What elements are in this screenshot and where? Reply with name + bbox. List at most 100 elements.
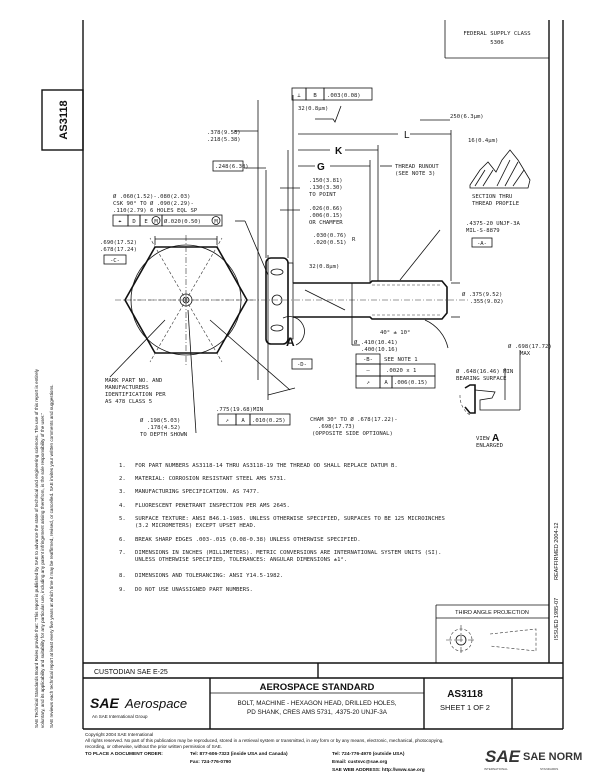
email[interactable]: Email: custsvc@sae.org xyxy=(332,759,387,765)
svg-text:SAE: SAE xyxy=(90,695,119,711)
note-item: 9.DO NOT USE UNASSIGNED PART NUMBERS. xyxy=(119,587,253,593)
note-item: 4. FLUORESCENT PENETRANT INSPECTION PER A… xyxy=(119,503,290,509)
runout-tol-b: .006(0.15) xyxy=(394,380,428,386)
section-label-1: SECTION THRU xyxy=(472,194,512,200)
hole-dim-min: .178(4.52) xyxy=(147,425,181,431)
csk-line-3: .110(2.79) 6 HOLES EQL SP xyxy=(113,208,198,214)
datum-d-box xyxy=(291,358,313,370)
svg-text:MANUFACTURING SPECIFICATION. A: MANUFACTURING SPECIFICATION. AS 7477. xyxy=(135,489,260,495)
tel-intl: Tel: 724-776-4970 (outside USA) xyxy=(332,751,405,757)
runout-datum-b: A xyxy=(384,380,388,386)
perpendicularity-fcf: ⊥ B .003(0.08) xyxy=(291,87,373,101)
mark-line-4: AS 478 CLASS 5 xyxy=(105,399,152,405)
length-775-min: .775(19.68)MIN xyxy=(216,407,263,413)
dim-248-box xyxy=(212,160,244,172)
position-fcf: ⌖ D E M Ø.020(0.50) M xyxy=(112,214,269,276)
copyright: Copyright 2004 SAE International xyxy=(85,732,153,737)
chamfer-label: OR CHAMFER xyxy=(309,220,343,226)
radius-min: .020(0.51) xyxy=(313,240,347,246)
side-notice: SAE Technical Standards Board Rules prov… xyxy=(34,368,54,728)
runout-datum: A xyxy=(241,418,245,424)
svg-text:SURFACE TEXTURE: ANSI B46.1-19: SURFACE TEXTURE: ANSI B46.1-1985. UNLESS… xyxy=(135,516,445,522)
hole-depth: TO DEPTH SHOWN xyxy=(140,432,187,438)
datum-b-note: SEE NOTE 1 xyxy=(384,357,418,363)
custodian: CUSTODIAN SAE E-25 xyxy=(94,669,168,676)
mmc-symbol-2: M xyxy=(214,219,218,225)
datum-c-box xyxy=(103,254,127,265)
svg-text:Aerospace: Aerospace xyxy=(124,696,187,711)
finish-right-2: 16(0.4μm) xyxy=(468,138,498,144)
svg-text:9.: 9. xyxy=(119,587,126,593)
dim-218: .218(5.38) xyxy=(207,137,241,143)
svg-text:4.: 4. xyxy=(119,503,126,509)
point-label: TO POINT xyxy=(309,192,337,198)
cham-line-2: .698(17.73) xyxy=(318,424,355,430)
fcf-datum-d: D xyxy=(132,219,136,225)
svg-text:2.: 2. xyxy=(119,476,126,482)
dim-G: G xyxy=(317,162,325,173)
rights-line-1: All rights reserved. No part of this pub… xyxy=(85,738,443,743)
hex-end-view xyxy=(109,235,291,434)
fsc-value: 5306 xyxy=(490,40,503,46)
mark-line-3: IDENTIFICATION PER xyxy=(105,392,166,398)
svg-text:6.: 6. xyxy=(119,537,126,543)
watermark-text: SAE NORM xyxy=(523,751,582,763)
view-letter: A xyxy=(492,433,499,444)
standard-type: AEROSPACE STANDARD xyxy=(260,682,375,693)
point-dim-max: .150(3.81) xyxy=(309,178,343,184)
note-item: 7.DIMENSIONS IN INCHES (MILLIMETERS). ME… xyxy=(119,550,441,563)
notice-line-1: SAE Technical Standards Board Rules prov… xyxy=(34,368,39,728)
perp-tol: .003(0.08) xyxy=(327,93,361,99)
dim-378: .378(9.58) xyxy=(207,130,241,136)
fax: Fax: 724-776-0790 xyxy=(190,759,231,765)
chamfer-dim-max: .026(0.66) xyxy=(309,206,343,212)
point-dim-min: .130(3.30) xyxy=(309,185,343,191)
dia-698: Ø .698(17.72) xyxy=(508,343,552,350)
dia-400: .400(10.16) xyxy=(361,347,398,353)
view-a-detail xyxy=(459,350,521,416)
title-block: CUSTODIAN SAE E-25 SAE Aerospace An SAE … xyxy=(83,662,563,730)
position-tol: Ø.020(0.50) xyxy=(164,218,201,225)
thread-mil-spec: MIL-S-8879 xyxy=(466,228,500,234)
reaffirmed-date: REAFFIRMED 2004-12 xyxy=(554,523,560,580)
section-label-2: THREAD PROFILE xyxy=(472,201,520,207)
straightness-tol: .0020 x 1 xyxy=(386,368,416,374)
radius-max: .030(0.76) xyxy=(313,233,347,239)
tel-usa: Tel: 877-606-7323 (inside USA and Canada… xyxy=(190,751,288,757)
runout-tol: .010(0.25) xyxy=(252,418,286,424)
thread-spec: .4375-20 UNJF-3A xyxy=(466,221,521,227)
third-angle-projection: THIRD ANGLE PROJECTION xyxy=(435,604,549,663)
finish-right-1: 250(6.3μm) xyxy=(450,114,484,120)
sae-aerospace-logo: SAE Aerospace An SAE International Group xyxy=(90,695,187,719)
datum-b: -B- xyxy=(363,357,373,363)
svg-text:MATERIAL: CORROSION RESISTANT: MATERIAL: CORROSION RESISTANT STEEL AMS … xyxy=(135,476,287,482)
runout-symbol: ↗ xyxy=(225,418,228,424)
mark-line-1: MARK PART NO. AND xyxy=(105,378,163,384)
dim-K: K xyxy=(335,146,343,157)
note-item: 6.BREAK SHARP EDGES .003-.015 (0.08-0.38… xyxy=(119,537,361,543)
svg-text:8.: 8. xyxy=(119,573,126,579)
straightness-symbol: — xyxy=(366,368,370,374)
svg-text:FLUORESCENT PENETRANT INSPECTI: FLUORESCENT PENETRANT INSPECTION PER AMS… xyxy=(135,503,290,509)
sheet-number: SHEET 1 OF 2 xyxy=(440,703,490,712)
dia-355: .355(9.02) xyxy=(470,299,504,305)
svg-text:1.: 1. xyxy=(119,463,126,469)
note-item: 2. MATERIAL: CORROSION RESISTANT STEEL AM… xyxy=(119,476,287,482)
notes-list: 1.FOR PART NUMBERS AS3118-14 THRU AS3118… xyxy=(119,463,445,593)
runout-symbol-b: ↗ xyxy=(366,380,369,386)
rights-line-2: recording, or otherwise, without the pri… xyxy=(85,744,222,749)
doc-number: AS3118 xyxy=(447,689,483,700)
mmc-symbol: M xyxy=(154,219,158,225)
web-address[interactable]: SAE WEB ADDRESS: http://www.sae.org xyxy=(332,767,425,773)
watermark-sub-left: INTERNATIONAL xyxy=(484,767,508,771)
hex-dim-max: .690(17.52) xyxy=(100,240,137,246)
bearing-dia: Ø .648(16.46) MIN xyxy=(456,368,513,375)
federal-supply-class-box: FEDERAL SUPPLY CLASS 5306 xyxy=(444,20,549,59)
csk-line-1: Ø .060(1.52)-.080(2.03) xyxy=(113,193,190,200)
side-tab: AS3118 xyxy=(41,89,84,151)
notice-line-2: voluntary, and its applicability and sui… xyxy=(40,413,45,728)
svg-text:DIMENSIONS AND TOLERANCING: AN: DIMENSIONS AND TOLERANCING: ANSI Y14.5-1… xyxy=(135,573,283,579)
watermark-sub-right: STANDARDS xyxy=(540,767,558,771)
finish-top: 32(0.8μm) xyxy=(298,106,328,112)
